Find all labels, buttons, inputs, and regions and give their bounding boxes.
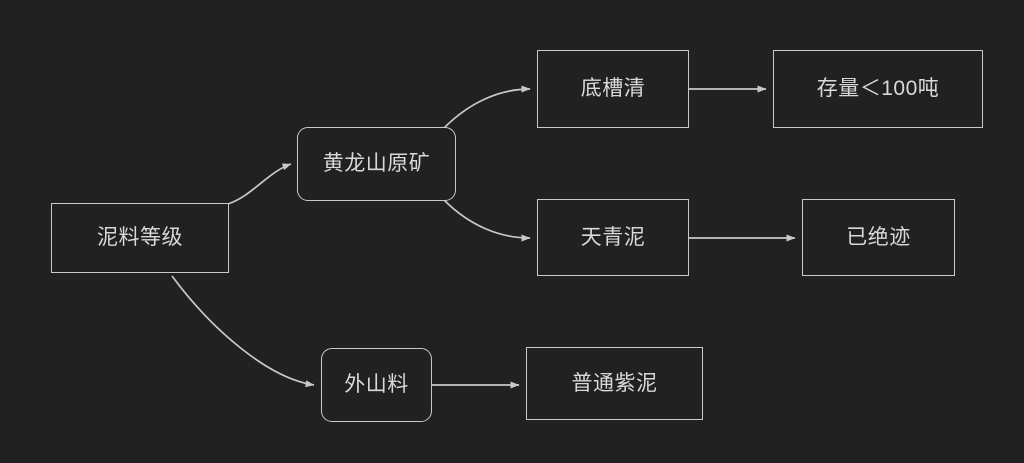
edge-huanglong-tianqing	[443, 199, 531, 242]
node-label: 底槽清	[580, 77, 646, 101]
node-waishanliao[interactable]: 外山料	[321, 348, 432, 422]
edge-niliao-huanglong	[227, 163, 292, 205]
edge-niliao-waishan	[171, 275, 315, 388]
node-niliaodengji[interactable]: 泥料等级	[51, 203, 229, 273]
node-putongzini[interactable]: 普通紫泥	[526, 347, 703, 420]
node-label: 黄龙山原矿	[322, 152, 431, 176]
node-label: 天青泥	[580, 225, 646, 249]
node-label: 存量＜100吨	[816, 77, 940, 101]
edge-huanglong-dicao	[443, 85, 531, 129]
node-label: 已绝迹	[846, 225, 911, 249]
node-huanglongshan[interactable]: 黄龙山原矿	[297, 127, 456, 201]
node-tianqingni[interactable]: 天青泥	[537, 199, 689, 276]
node-label: 外山料	[344, 373, 409, 397]
node-label: 普通紫泥	[571, 371, 658, 395]
node-yijuejii[interactable]: 已绝迹	[802, 199, 955, 276]
node-cunliang[interactable]: 存量＜100吨	[773, 50, 983, 128]
node-label: 泥料等级	[97, 226, 183, 250]
node-dicaoqing[interactable]: 底槽清	[537, 50, 689, 128]
